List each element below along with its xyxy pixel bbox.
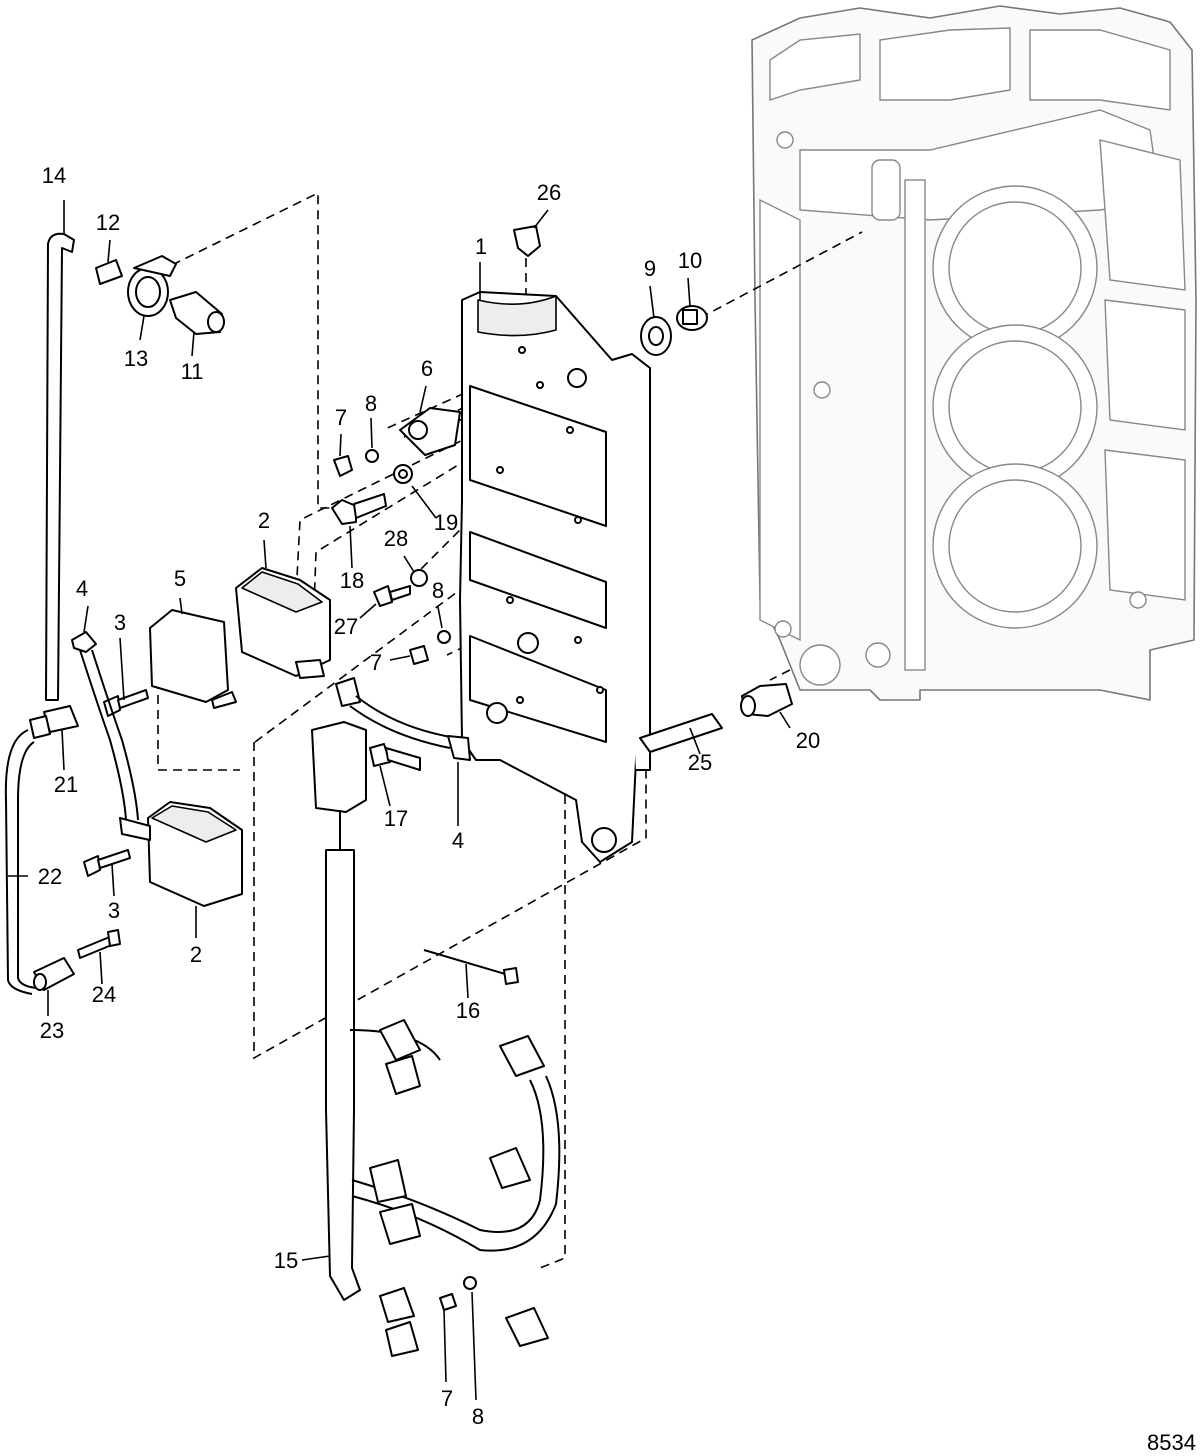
part-label-9: 9 — [644, 256, 656, 281]
sensor-11 — [169, 291, 225, 335]
part-label-7: 7 — [441, 1386, 453, 1411]
fitting-20 — [740, 683, 793, 717]
part-label-7: 7 — [335, 405, 347, 430]
part-label-27: 27 — [334, 614, 358, 639]
mounting-bracket-plate — [459, 291, 651, 863]
tube-25 — [639, 713, 723, 753]
part-label-13: 13 — [124, 346, 148, 371]
figure-number: 8534 — [1147, 1430, 1196, 1455]
wire-harness-15 — [311, 721, 561, 1357]
part-label-6: 6 — [421, 356, 433, 381]
fitting-23 — [33, 957, 75, 991]
part-label-8: 8 — [432, 578, 444, 603]
part-labels: 1 2 2 3 3 4 4 5 6 7 7 7 8 8 8 9 10 11 12… — [38, 163, 820, 1429]
flange-nut-10 — [676, 305, 708, 331]
part-label-22: 22 — [38, 864, 62, 889]
part-label-8: 8 — [472, 1404, 484, 1429]
spark-plug-lead-lower — [335, 677, 471, 761]
part-label-3: 3 — [114, 610, 126, 635]
part-label-21: 21 — [54, 772, 78, 797]
part-label-10: 10 — [678, 248, 702, 273]
ignition-coil-lower — [119, 801, 243, 907]
part-label-7: 7 — [370, 650, 382, 675]
ignition-coil-upper — [235, 567, 331, 679]
part-label-4: 4 — [76, 576, 88, 601]
screw-24 — [77, 929, 121, 959]
part-label-3: 3 — [108, 898, 120, 923]
screw-3-upper — [103, 689, 149, 717]
fitting-12 — [95, 259, 123, 285]
engine-cylinder-block — [751, 5, 1197, 701]
hose-22 — [4, 729, 37, 995]
part-label-24: 24 — [92, 982, 116, 1007]
leader-lines — [8, 200, 791, 1401]
grommet-9 — [640, 316, 672, 356]
part-label-26: 26 — [537, 180, 561, 205]
cable-tie-16 — [423, 949, 519, 985]
spark-plug-lead-upper — [71, 631, 139, 821]
part-label-16: 16 — [456, 998, 480, 1023]
part-label-1: 1 — [475, 234, 487, 259]
part-label-25: 25 — [688, 750, 712, 775]
screw-3-lower — [83, 849, 131, 877]
part-label-8: 8 — [365, 391, 377, 416]
part-label-18: 18 — [340, 568, 364, 593]
part-label-14: 14 — [42, 163, 66, 188]
part-label-2: 2 — [190, 942, 202, 967]
sensor-17 — [369, 743, 421, 771]
part-label-23: 23 — [40, 1018, 64, 1043]
part-label-5: 5 — [174, 566, 186, 591]
part-label-15: 15 — [274, 1248, 298, 1273]
tee-fitting-21 — [29, 705, 79, 739]
part-label-20: 20 — [796, 728, 820, 753]
part-label-12: 12 — [96, 210, 120, 235]
part-label-4: 4 — [452, 828, 464, 853]
part-label-2: 2 — [258, 508, 270, 533]
hardware-fasteners — [331, 449, 477, 1311]
part-label-19: 19 — [434, 510, 458, 535]
line-14 — [45, 232, 75, 701]
module-5 — [149, 609, 237, 709]
clamp-13 — [127, 255, 177, 317]
clip-26 — [513, 225, 541, 257]
part-label-28: 28 — [384, 526, 408, 551]
clamp-6 — [399, 407, 461, 456]
part-label-11: 11 — [181, 359, 204, 384]
part-label-17: 17 — [384, 806, 408, 831]
